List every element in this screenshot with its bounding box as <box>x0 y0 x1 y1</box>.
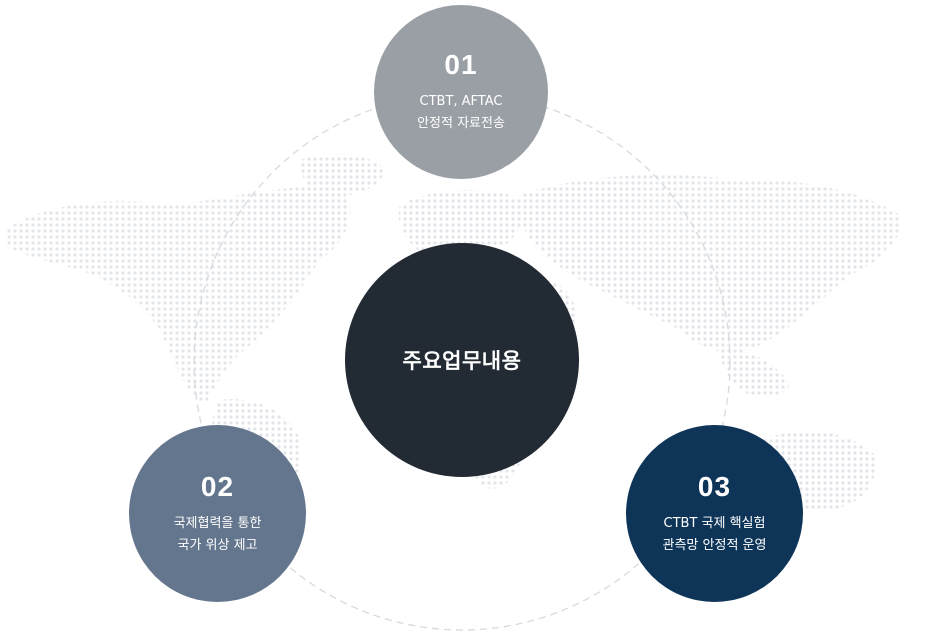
node-01-number: 01 <box>444 49 478 80</box>
node-03-line-2: 관측망 안정적 운영 <box>662 537 767 553</box>
node-01-line-1: CTBT, AFTAC <box>419 94 503 109</box>
node-02-line-2: 국가 위상 제고 <box>177 537 258 553</box>
center-label: 주요업무내용 <box>402 349 522 373</box>
node-01-line-2: 안정적 자료전송 <box>417 116 505 131</box>
node-03-line-1: CTBT 국제 핵실험 <box>663 515 766 531</box>
node-02-number: 02 <box>200 470 235 502</box>
node-03-number: 03 <box>697 470 732 502</box>
node-02: 02 국제협력을 통한 국가 위상 제고 <box>129 425 306 602</box>
node-03: 03 CTBT 국제 핵실험 관측망 안정적 운영 <box>626 425 803 602</box>
node-01: 01 CTBT, AFTAC 안정적 자료전송 <box>374 5 548 179</box>
center-node: 주요업무내용 <box>345 243 579 477</box>
node-02-line-1: 국제협력을 통한 <box>173 515 262 531</box>
